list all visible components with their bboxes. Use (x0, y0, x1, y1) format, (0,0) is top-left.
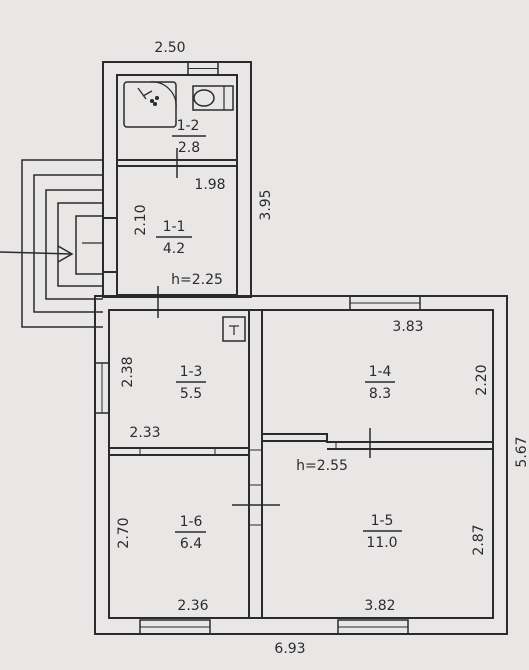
dim-room-1-6-width: 2.36 (177, 598, 208, 614)
dim-annex-height: 3.95 (258, 189, 274, 220)
room-1-3-id: 1-3 (180, 364, 203, 380)
main-outer-wall (94, 295, 508, 635)
shower-icon (137, 87, 160, 107)
dim-room-1-1-width: 1.98 (194, 177, 225, 193)
toilet-fixture (192, 85, 234, 111)
dim-total-depth: 5.67 (514, 436, 529, 467)
dim-room-1-4-length: 2.20 (474, 364, 490, 395)
room-1-3-area: 5.5 (180, 386, 202, 402)
dim-room-1-5-length: 2.87 (471, 524, 487, 555)
room-1-1-area: 4.2 (163, 241, 185, 257)
annex-outer-wall (102, 61, 252, 298)
room-1-4-area: 8.3 (369, 386, 391, 402)
partition-right (262, 433, 493, 443)
porch-outline (21, 159, 103, 328)
dim-room-1-6-length: 2.70 (116, 517, 132, 548)
dim-room-1-3-length: 2.38 (120, 356, 136, 387)
dim-room-1-1-length: 2.10 (133, 204, 149, 235)
dim-main-ceiling-height: h=2.55 (296, 458, 348, 474)
dim-total-width: 6.93 (274, 641, 305, 657)
room-1-1-id: 1-1 (163, 219, 186, 235)
dim-annex-ceiling-height: h=2.25 (171, 272, 223, 288)
dim-room-1-5-width: 3.82 (364, 598, 395, 614)
room-1-6-id: 1-6 (180, 514, 203, 530)
stove-fixture (222, 316, 246, 342)
dim-room-1-3-width: 2.33 (129, 425, 160, 441)
dim-room-1-4-width: 3.83 (392, 319, 423, 335)
room-1-6-area: 6.4 (180, 536, 202, 552)
room-1-4-id: 1-4 (369, 364, 392, 380)
room-1-5-area: 11.0 (366, 535, 397, 551)
room-1-2-area: 2.8 (178, 140, 200, 156)
room-1-5-id: 1-5 (371, 513, 394, 529)
dim-top-annex-width: 2.50 (154, 40, 185, 56)
entry-arrow (0, 251, 73, 255)
room-1-2-id: 1-2 (177, 118, 200, 134)
main-inner-wall (108, 309, 494, 619)
